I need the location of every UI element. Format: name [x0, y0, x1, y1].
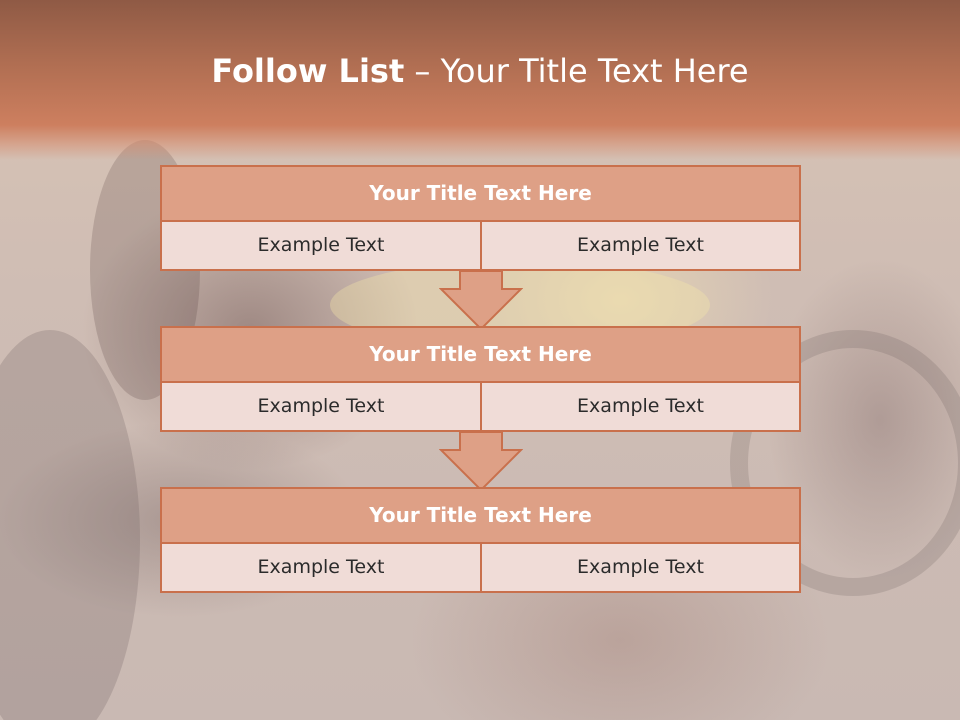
step-box-3: Your Title Text Here Example Text Exampl…: [160, 487, 801, 593]
step-title: Your Title Text Here: [160, 487, 801, 544]
step-example-text-right: Example Text: [480, 381, 801, 432]
step-example-text-right: Example Text: [480, 542, 801, 593]
header-band: [0, 0, 960, 160]
step-example-text-left: Example Text: [160, 220, 482, 271]
step-title: Your Title Text Here: [160, 326, 801, 383]
down-arrow-icon: [439, 432, 523, 492]
step-box-2: Your Title Text Here Example Text Exampl…: [160, 326, 801, 432]
step-title: Your Title Text Here: [160, 165, 801, 222]
slide-title-rest: – Your Title Text Here: [404, 52, 749, 90]
step-example-text-left: Example Text: [160, 542, 482, 593]
slide-title-bold: Follow List: [211, 52, 405, 90]
step-example-text-right: Example Text: [480, 220, 801, 271]
slide-title: Follow List – Your Title Text Here: [0, 52, 960, 90]
step-example-text-left: Example Text: [160, 381, 482, 432]
down-arrow-icon: [439, 271, 523, 331]
step-box-1: Your Title Text Here Example Text Exampl…: [160, 165, 801, 271]
